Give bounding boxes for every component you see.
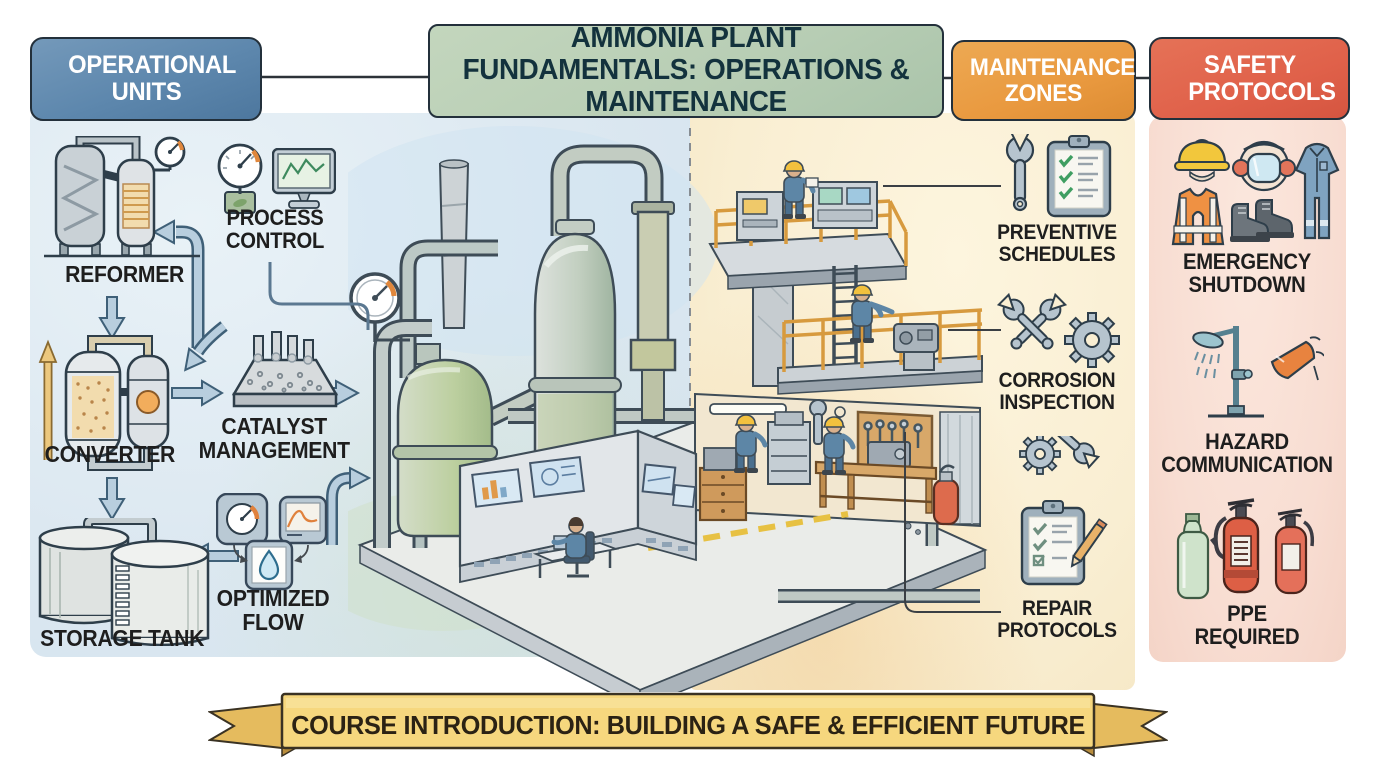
- wrench-icon: [1005, 134, 1035, 212]
- wall-wrench: [809, 399, 846, 445]
- optimized-flow-item: OPTIMIZED FLOW: [198, 586, 348, 634]
- alarm-horn-icon: [1270, 336, 1324, 381]
- coveralls-icon: [1294, 142, 1340, 240]
- course-banner-ribbon: [208, 692, 1168, 758]
- gear-wrench-icon: [1019, 436, 1100, 475]
- main-title-text: AMMONIA PLANT FUNDAMENTALS: OPERATIONS &…: [462, 22, 910, 118]
- reformer-label: REFORMER: [65, 261, 185, 287]
- maintenance-zones-header-label: MAINTENANCE ZONES: [969, 53, 1136, 107]
- storage-tank-label: STORAGE TANK: [39, 625, 205, 651]
- fire-extinguisher-icon: [1210, 498, 1260, 594]
- seated-operator: [551, 517, 595, 578]
- repair-protocols-item: REPAIR PROTOCOLS: [972, 597, 1142, 643]
- converter-vessels-icon: [38, 335, 170, 471]
- reformer-vessels-icon: [44, 136, 200, 258]
- mezzanine-technician: [850, 285, 881, 343]
- optimized-flow-label: OPTIMIZED FLOW: [216, 585, 330, 636]
- course-banner: COURSE INTRODUCTION: BUILDING A SAFE & E…: [282, 703, 1094, 747]
- process-column: [629, 201, 677, 421]
- safety-shower-icon: [1192, 326, 1264, 418]
- ppe-required-item: PPE REQUIRED: [1187, 602, 1307, 648]
- gauge-badge-icon: [216, 493, 269, 546]
- hazard-communication-item: HAZARD COMMUNICATION: [1152, 430, 1342, 476]
- optimized-flow-icons: [216, 493, 328, 591]
- safety-vest-icon: [1171, 187, 1225, 246]
- hard-hat-icon: [1174, 139, 1230, 182]
- monitor-icon: [272, 148, 336, 209]
- ppe-required-label: PPE REQUIRED: [1194, 601, 1300, 650]
- control-room-screens: [471, 455, 696, 508]
- converter-label: CONVERTER: [44, 441, 176, 467]
- checklist-clipboard-icon: [1046, 135, 1112, 218]
- clipboard-pencil-icon: [1020, 500, 1108, 586]
- fire-extinguisher-small-icon: [1274, 508, 1315, 595]
- wooden-drawers: [698, 447, 748, 522]
- droplet-icon: [244, 539, 294, 591]
- corrosion-inspection-item: CORROSION INSPECTION: [977, 369, 1137, 415]
- emergency-shutdown-label: EMERGENCY SHUTDOWN: [1183, 249, 1311, 298]
- flow-chart-icon: [278, 495, 328, 545]
- boots-icon: [1230, 199, 1294, 242]
- plant-illustration: [348, 126, 988, 692]
- maintenance-zones-header: MAINTENANCE ZONES: [951, 40, 1136, 121]
- preventive-schedules-icons: [1005, 134, 1112, 218]
- control-room: [458, 429, 698, 584]
- mezzanine: [777, 285, 983, 395]
- hazard-communication-icons: [1192, 326, 1324, 418]
- storage-tank-item: STORAGE TANK: [22, 626, 222, 650]
- catalyst-tray-icon: [231, 331, 339, 408]
- tablet: [805, 177, 819, 188]
- converter-item: CONVERTER: [30, 442, 190, 466]
- gear-icon: [1064, 312, 1120, 368]
- platform-operator: [782, 161, 813, 219]
- main-title: AMMONIA PLANT FUNDAMENTALS: OPERATIONS &…: [428, 22, 944, 118]
- corrosion-inspection-label: CORROSION INSPECTION: [998, 369, 1116, 415]
- safety-protocols-header: SAFETY PROTOCOLS: [1149, 37, 1350, 120]
- corrosion-inspection-icons: [996, 292, 1120, 368]
- catalyst-management-label: CATALYST MANAGEMENT: [198, 413, 351, 464]
- emergency-shutdown-item: EMERGENCY SHUTDOWN: [1162, 250, 1332, 296]
- safety-protocols-header-label: SAFETY PROTOCOLS: [1187, 50, 1336, 106]
- platform-console: [736, 181, 878, 241]
- preventive-schedules-item: PREVENTIVE SCHEDULES: [977, 221, 1137, 267]
- operational-units-header: OPERATIONAL UNITS: [30, 37, 262, 121]
- face-shield-icon: [1232, 140, 1296, 192]
- ppe-required-icons: [1176, 498, 1315, 600]
- operational-units-header-label: OPERATIONAL UNITS: [67, 51, 236, 106]
- process-control-item: PROCESS CONTROL: [205, 206, 345, 252]
- pressure-gauge-icon: [217, 143, 263, 214]
- pump-unit: [893, 323, 939, 353]
- repair-protocols-label: REPAIR PROTOCOLS: [997, 597, 1117, 643]
- elevated-platform: [708, 161, 908, 387]
- preventive-schedules-label: PREVENTIVE SCHEDULES: [997, 221, 1117, 267]
- emergency-shutdown-icons: [1171, 139, 1340, 246]
- hazard-communication-label: HAZARD COMMUNICATION: [1161, 429, 1333, 478]
- course-banner-text: COURSE INTRODUCTION: BUILDING A SAFE & E…: [291, 709, 1085, 740]
- crossed-wrenches-icon: [996, 292, 1068, 350]
- reformer-item: REFORMER: [40, 262, 210, 286]
- process-control-label: PROCESS CONTROL: [225, 205, 325, 254]
- chemical-bottle-icon: [1176, 513, 1210, 600]
- gray-cabinet: [767, 411, 811, 485]
- fluorescent-light: [709, 403, 787, 415]
- catalyst-management-item: CATALYST MANAGEMENT: [192, 413, 351, 464]
